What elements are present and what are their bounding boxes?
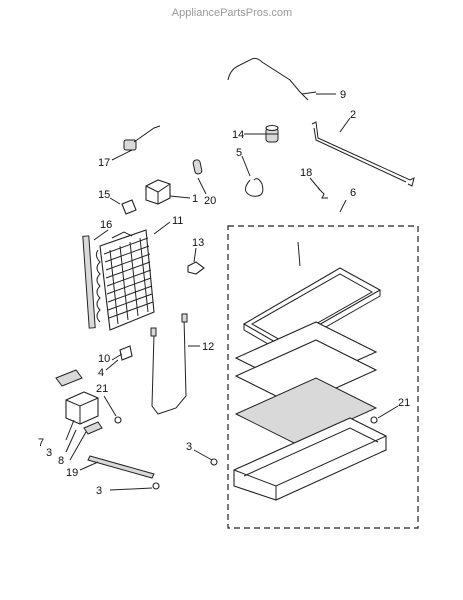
- callout-1: 1: [192, 193, 198, 205]
- callout-19: 19: [66, 467, 78, 479]
- callout-20: 20: [204, 195, 216, 207]
- callout-5: 5: [236, 147, 242, 159]
- part-6-box: [227, 225, 419, 529]
- part-21-screw-b: [370, 416, 378, 424]
- part-5-wire: [245, 178, 264, 197]
- callout-4: 4: [98, 367, 104, 379]
- callout-12: 12: [202, 341, 214, 353]
- part-8-plate: [83, 421, 103, 435]
- part-18-clip: [317, 187, 328, 199]
- callout-8: 8: [58, 455, 64, 467]
- callout-13: 13: [192, 237, 204, 249]
- part-19-channel: [87, 455, 155, 479]
- part-9-tube: [227, 57, 317, 101]
- callout-2: 2: [350, 109, 356, 121]
- callout-10: 10: [98, 353, 110, 365]
- part-1-bracket: [145, 179, 171, 205]
- drip-tray: [233, 417, 387, 501]
- callout-3-b: 3: [186, 441, 192, 453]
- callout-14: 14: [232, 129, 244, 141]
- callout-18: 18: [300, 167, 312, 179]
- part-2-rod: [311, 121, 415, 187]
- callout-21-b: 21: [398, 397, 410, 409]
- callout-17: 17: [98, 157, 110, 169]
- part-15-plate: [121, 199, 137, 215]
- part-14-cylinder: [265, 124, 279, 143]
- callout-11: 11: [172, 215, 183, 227]
- callout-7: 7: [38, 437, 44, 449]
- callout-6: 6: [350, 187, 356, 199]
- part-13-bracket: [187, 261, 205, 275]
- glass-sheet-bottom: [234, 377, 378, 445]
- part-3-screw-c: [152, 482, 160, 490]
- part-7-housing: [65, 391, 99, 425]
- part-12-heater: [150, 313, 188, 415]
- callout-3-a: 3: [46, 447, 52, 459]
- part-21-screw-a: [114, 416, 122, 424]
- callout-3-c: 3: [96, 485, 102, 497]
- watermark: AppliancePartsPros.com: [172, 7, 292, 19]
- part-17-probe: [123, 125, 161, 151]
- callout-21-a: 21: [96, 383, 108, 395]
- part-20-tube: [192, 159, 203, 175]
- callout-15: 15: [98, 189, 110, 201]
- part-10-label: [55, 369, 83, 387]
- leader-lines: [65, 93, 399, 491]
- callout-9: 9: [340, 89, 346, 101]
- part-4-plate: [119, 345, 133, 361]
- part-3-screw-b: [210, 458, 218, 466]
- callout-16: 16: [100, 219, 112, 231]
- part-16-strip: [82, 235, 96, 329]
- part-11-evaporator: [95, 229, 155, 331]
